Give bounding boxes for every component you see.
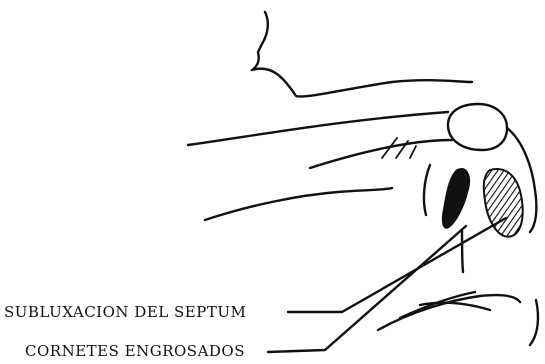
cheek-line: [205, 188, 392, 220]
nose-bridge-line: [252, 69, 472, 97]
forehead-contour: [252, 12, 268, 70]
nose-dorsum-lower: [310, 140, 452, 168]
left-ala: [424, 165, 430, 215]
right-lip-edge: [530, 300, 538, 345]
nasal-tip: [448, 104, 507, 150]
upper-lip-line: [378, 295, 520, 330]
ala-stroke-3: [410, 146, 416, 158]
turbinates-leader-line: [268, 226, 466, 352]
nose-dorsum-edge: [188, 112, 448, 145]
turbinates-label: CORNETES ENGROSADOS: [25, 342, 245, 360]
columella-line: [462, 230, 463, 272]
left-nostril: [443, 169, 470, 228]
septum-label: SUBLUXACION DEL SEPTUM: [4, 303, 246, 321]
